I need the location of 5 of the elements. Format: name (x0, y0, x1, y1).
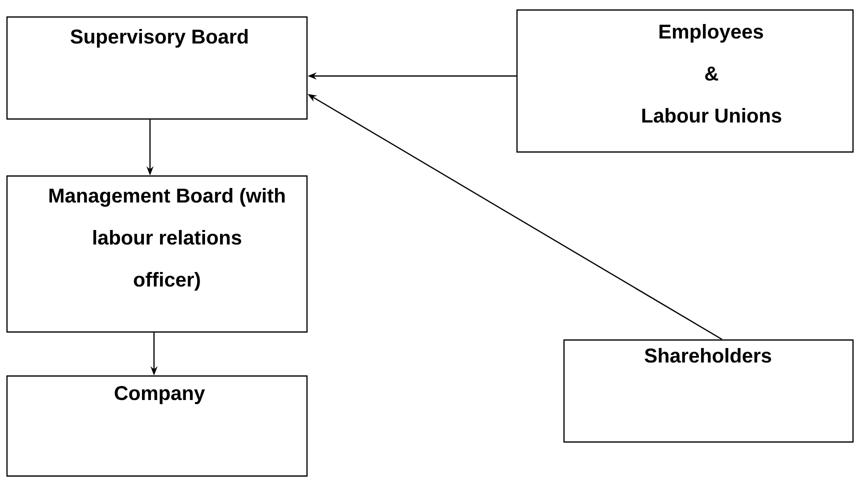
box: Company (6, 375, 308, 477)
box: Shareholders (563, 339, 854, 443)
box: Supervisory Board (6, 16, 308, 120)
box: Management Board (with labour relations officer) (6, 175, 308, 333)
box: Employees & Labour Unions (516, 9, 854, 153)
